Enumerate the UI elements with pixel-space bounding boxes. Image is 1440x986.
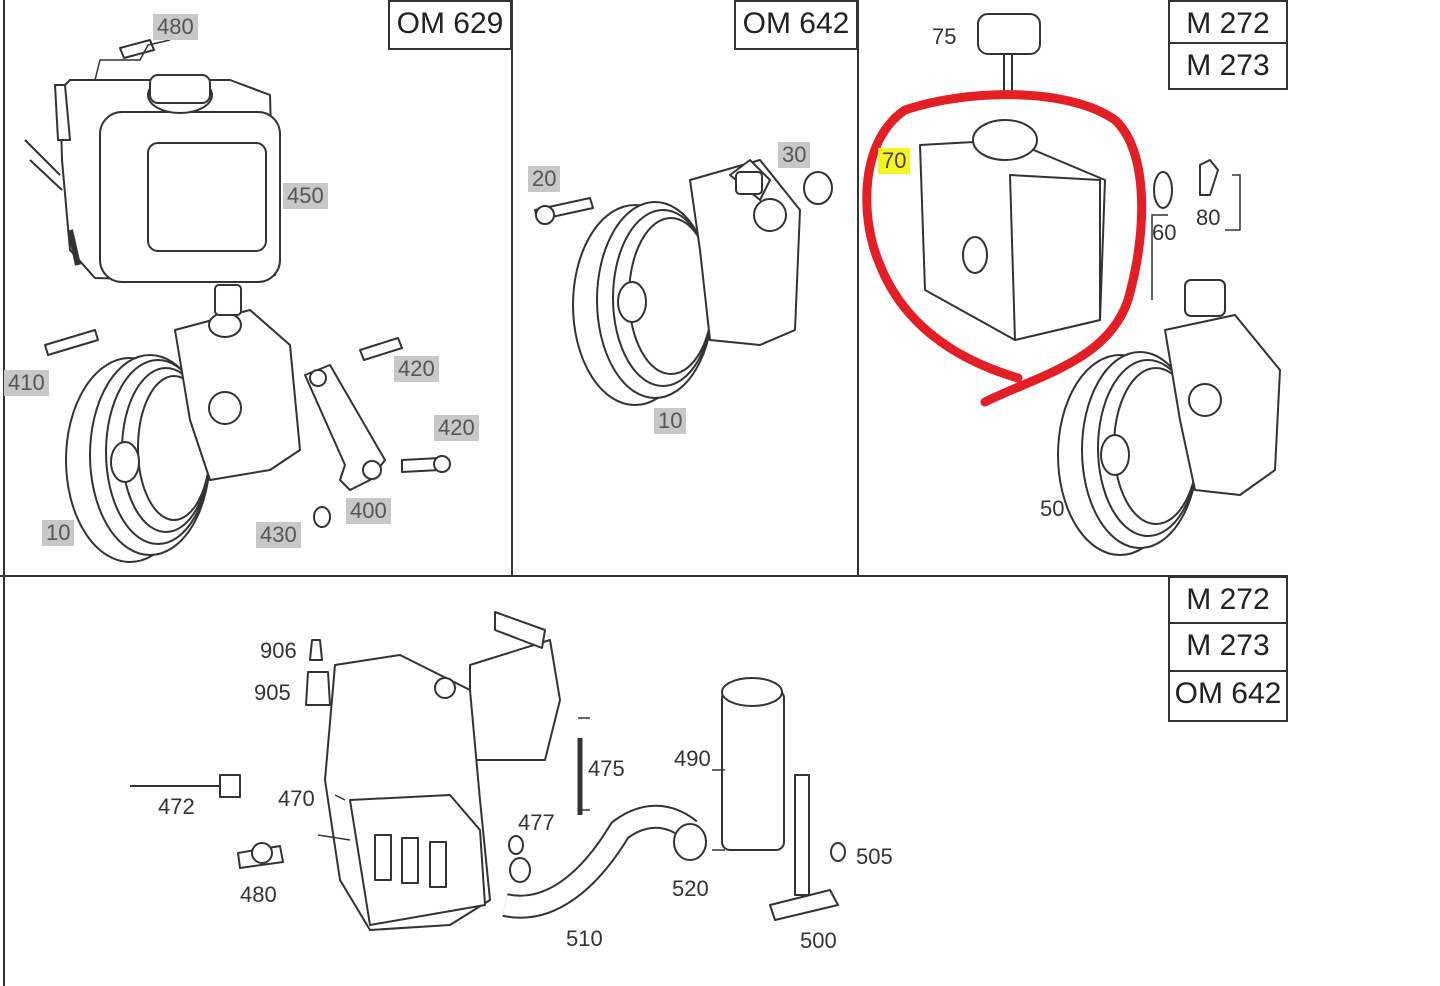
bottom-artwork [130, 611, 846, 931]
engine-box-m272: M 272 [1168, 0, 1288, 44]
part-label: 420 [434, 415, 479, 441]
part-label: 500 [800, 928, 837, 953]
part-label: 20 [528, 166, 561, 192]
part-label: 80 [1196, 205, 1221, 230]
engine-box-m273: M 273 [1168, 42, 1288, 90]
engine-box-m272-bottom: M 272 [1168, 576, 1288, 624]
engine-box-om642: OM 642 [734, 0, 858, 50]
part-label: 480 [153, 14, 198, 40]
part-label: 472 [158, 794, 195, 819]
part-label: 410 [4, 370, 49, 396]
part-label: 510 [566, 926, 603, 951]
part-label: 75 [932, 24, 957, 49]
engine-box-om629: OM 629 [388, 0, 512, 50]
part-label: 30 [778, 142, 811, 168]
part-label: 475 [588, 756, 625, 781]
part-label: 490 [674, 746, 711, 771]
m272-artwork [919, 13, 1281, 556]
engine-box-om642-bottom: OM 642 [1168, 670, 1288, 722]
part-label: 420 [394, 356, 439, 382]
part-label: 10 [654, 408, 687, 434]
annotation-circle [862, 90, 1147, 407]
part-label: 10 [42, 520, 75, 546]
part-label: 430 [256, 522, 301, 548]
om642-artwork [534, 159, 833, 406]
part-label: 470 [278, 786, 315, 811]
part-label: 480 [240, 882, 277, 907]
part-label: 400 [346, 498, 391, 524]
part-label: 60 [1152, 220, 1177, 245]
part-label: 520 [672, 876, 709, 901]
part-label: 906 [260, 638, 297, 663]
part-label: 477 [518, 810, 555, 835]
engine-box-m273-bottom: M 273 [1168, 622, 1288, 672]
part-label: 505 [856, 844, 893, 869]
part-label-highlighted: 70 [878, 148, 911, 174]
om629-artwork [24, 39, 451, 563]
part-label: 450 [283, 183, 328, 209]
part-label: 905 [254, 680, 291, 705]
part-label: 50 [1040, 496, 1065, 521]
